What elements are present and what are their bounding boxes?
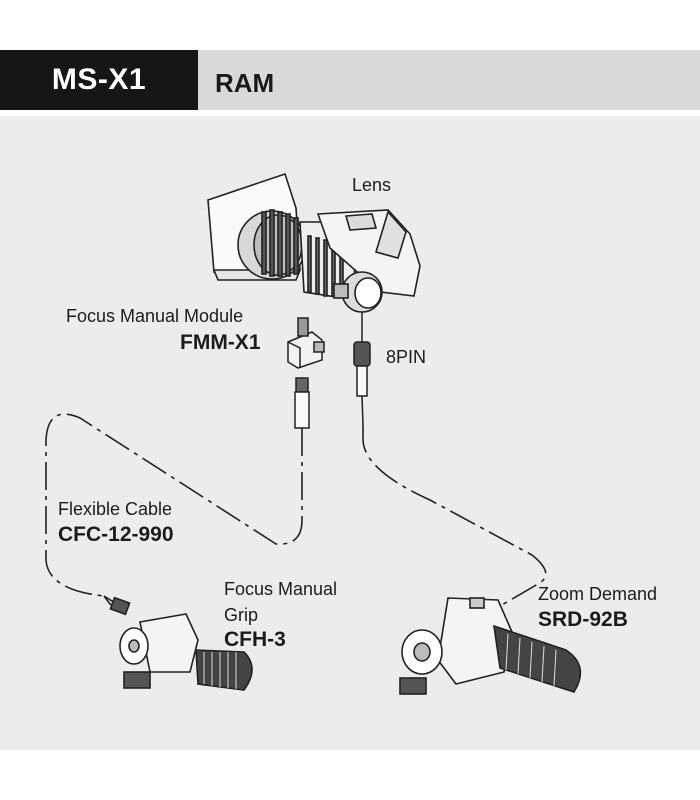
zoom-code-label: SRD-92B (538, 608, 628, 631)
eight-pin-connector-illustration (353, 312, 371, 426)
focus-manual-grip-illustration (103, 595, 253, 691)
fmm-code-label: FMM-X1 (180, 331, 261, 354)
grip-name-line1: Focus Manual (224, 579, 338, 599)
model-title: MS-X1 (0, 50, 198, 110)
zoom-name-label: Zoom Demand (538, 584, 658, 604)
zoom-cable-line (362, 425, 547, 607)
grip-code-label: CFH-3 (224, 628, 286, 651)
grip-name-line2: Grip (224, 605, 259, 625)
fmm-name-label: Focus Manual Module (66, 306, 244, 326)
cable-code-label: CFC-12-990 (58, 523, 174, 546)
lens-label: Lens (352, 175, 392, 195)
zoom-demand-illustration (399, 597, 582, 695)
page-subtitle: RAM (215, 67, 275, 98)
lens-illustration (207, 172, 421, 313)
flexible-cable-line (45, 413, 303, 597)
focus-manual-module-illustration (287, 317, 325, 429)
cable-name-label: Flexible Cable (58, 499, 173, 519)
header-bar: MS-X1 RAM (0, 50, 700, 110)
pin-label: 8PIN (386, 347, 427, 367)
